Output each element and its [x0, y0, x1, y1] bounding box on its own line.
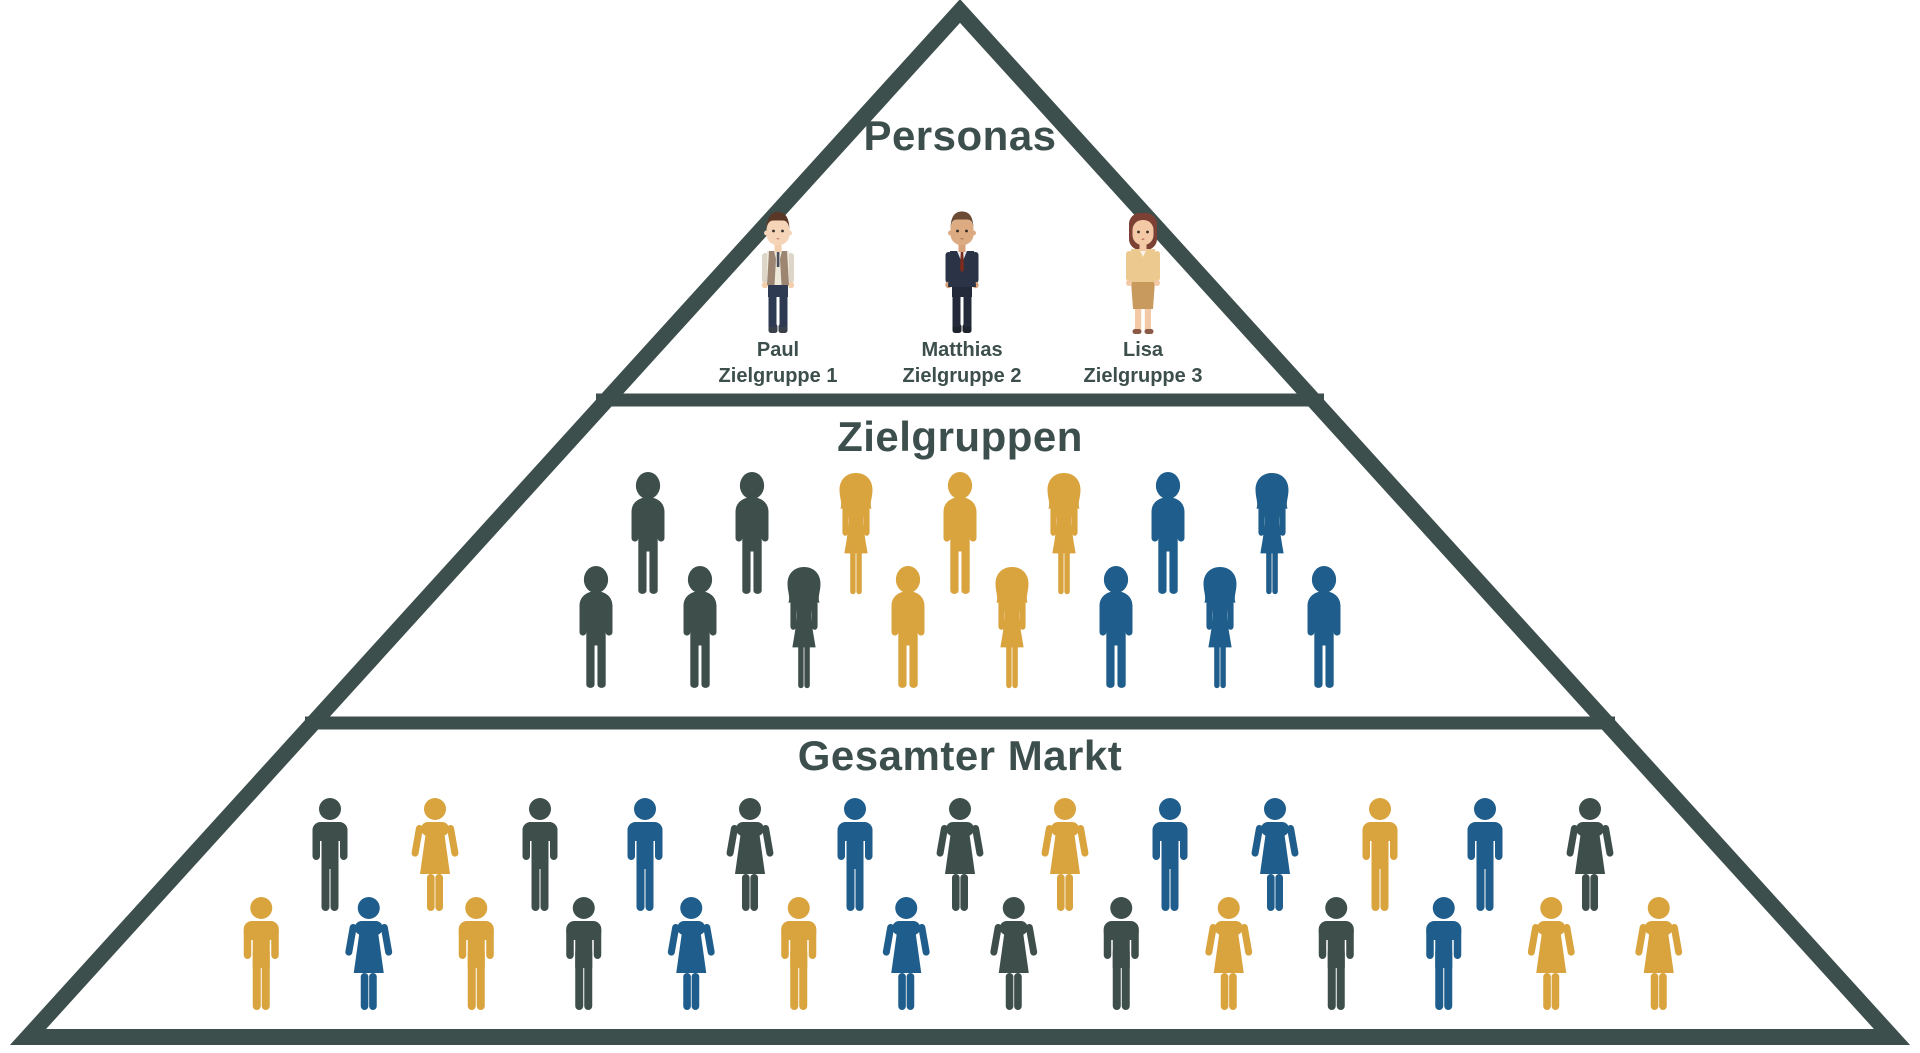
person-figure-dark-female	[726, 798, 774, 911]
person-figure-blue-female	[667, 897, 716, 1010]
person-figure-gold-male	[943, 472, 977, 594]
person-figure-dark-male	[683, 566, 717, 688]
persona-group: Zielgruppe 1	[718, 365, 838, 387]
persona-illustration-paul	[761, 212, 795, 333]
persona-illustration-lisa	[1126, 213, 1160, 334]
person-figure-blue-female	[1251, 798, 1299, 911]
person-figure-gold-male	[891, 566, 925, 688]
person-figure-gold-female	[1527, 897, 1576, 1010]
person-figure-dark-male	[312, 798, 348, 911]
person-figure-dark-male	[566, 897, 602, 1010]
personas-illustrations	[761, 211, 1160, 334]
person-figure-gold-female	[839, 472, 873, 595]
person-figure-blue-female	[344, 897, 393, 1010]
person-figure-dark-female	[936, 798, 984, 911]
tier-title-zielgruppen: Zielgruppen	[837, 413, 1083, 460]
person-figure-dark-female	[787, 566, 821, 689]
person-figure-gold-male	[781, 897, 817, 1010]
persona-group: Zielgruppe 2	[902, 365, 1022, 387]
pyramid-outline	[9, 0, 1911, 1045]
person-figure-blue-female	[1255, 472, 1289, 595]
person-figure-blue-female	[1203, 566, 1237, 689]
person-figure-blue-male	[1151, 472, 1185, 594]
persona-name: Lisa	[1122, 339, 1164, 361]
person-figure-dark-male	[735, 472, 769, 594]
person-figure-dark-female	[989, 897, 1038, 1010]
person-figure-gold-female	[1041, 798, 1089, 911]
person-figure-blue-female	[882, 897, 931, 1010]
person-figure-gold-male	[243, 897, 279, 1010]
persona-label-matthias: Matthias Zielgruppe 2	[903, 337, 1022, 389]
person-figure-dark-male	[522, 798, 558, 911]
person-figure-blue-male	[1307, 566, 1341, 688]
person-figure-dark-male	[1103, 897, 1139, 1010]
persona-illustration-matthias	[945, 211, 979, 333]
persona-label-lisa: Lisa Zielgruppe 3	[1084, 337, 1203, 389]
person-figure-blue-male	[1467, 798, 1503, 911]
persona-name: Matthias	[921, 339, 1003, 361]
person-figure-dark-male	[631, 472, 665, 594]
persona-label-paul: Paul Zielgruppe 1	[719, 337, 838, 389]
person-figure-dark-female	[1566, 798, 1614, 911]
person-figure-gold-female	[411, 798, 459, 911]
person-figure-dark-male	[579, 566, 613, 688]
person-figure-dark-male	[1318, 897, 1354, 1010]
person-figure-blue-male	[627, 798, 663, 911]
person-figure-gold-male	[458, 897, 494, 1010]
tier-title-gesamter-markt: Gesamter Markt	[797, 732, 1123, 779]
persona-name: Paul	[756, 339, 800, 361]
person-figure-gold-female	[995, 566, 1029, 689]
person-figure-gold-female	[1634, 897, 1683, 1010]
person-figure-gold-female	[1047, 472, 1081, 595]
persona-group: Zielgruppe 3	[1083, 365, 1203, 387]
tier-title-personas: Personas	[863, 112, 1057, 159]
person-figure-blue-male	[1099, 566, 1133, 688]
person-figure-blue-male	[1426, 897, 1462, 1010]
person-figure-gold-female	[1204, 897, 1253, 1010]
person-figure-blue-male	[837, 798, 873, 911]
person-figure-gold-male	[1362, 798, 1398, 911]
person-figure-blue-male	[1152, 798, 1188, 911]
